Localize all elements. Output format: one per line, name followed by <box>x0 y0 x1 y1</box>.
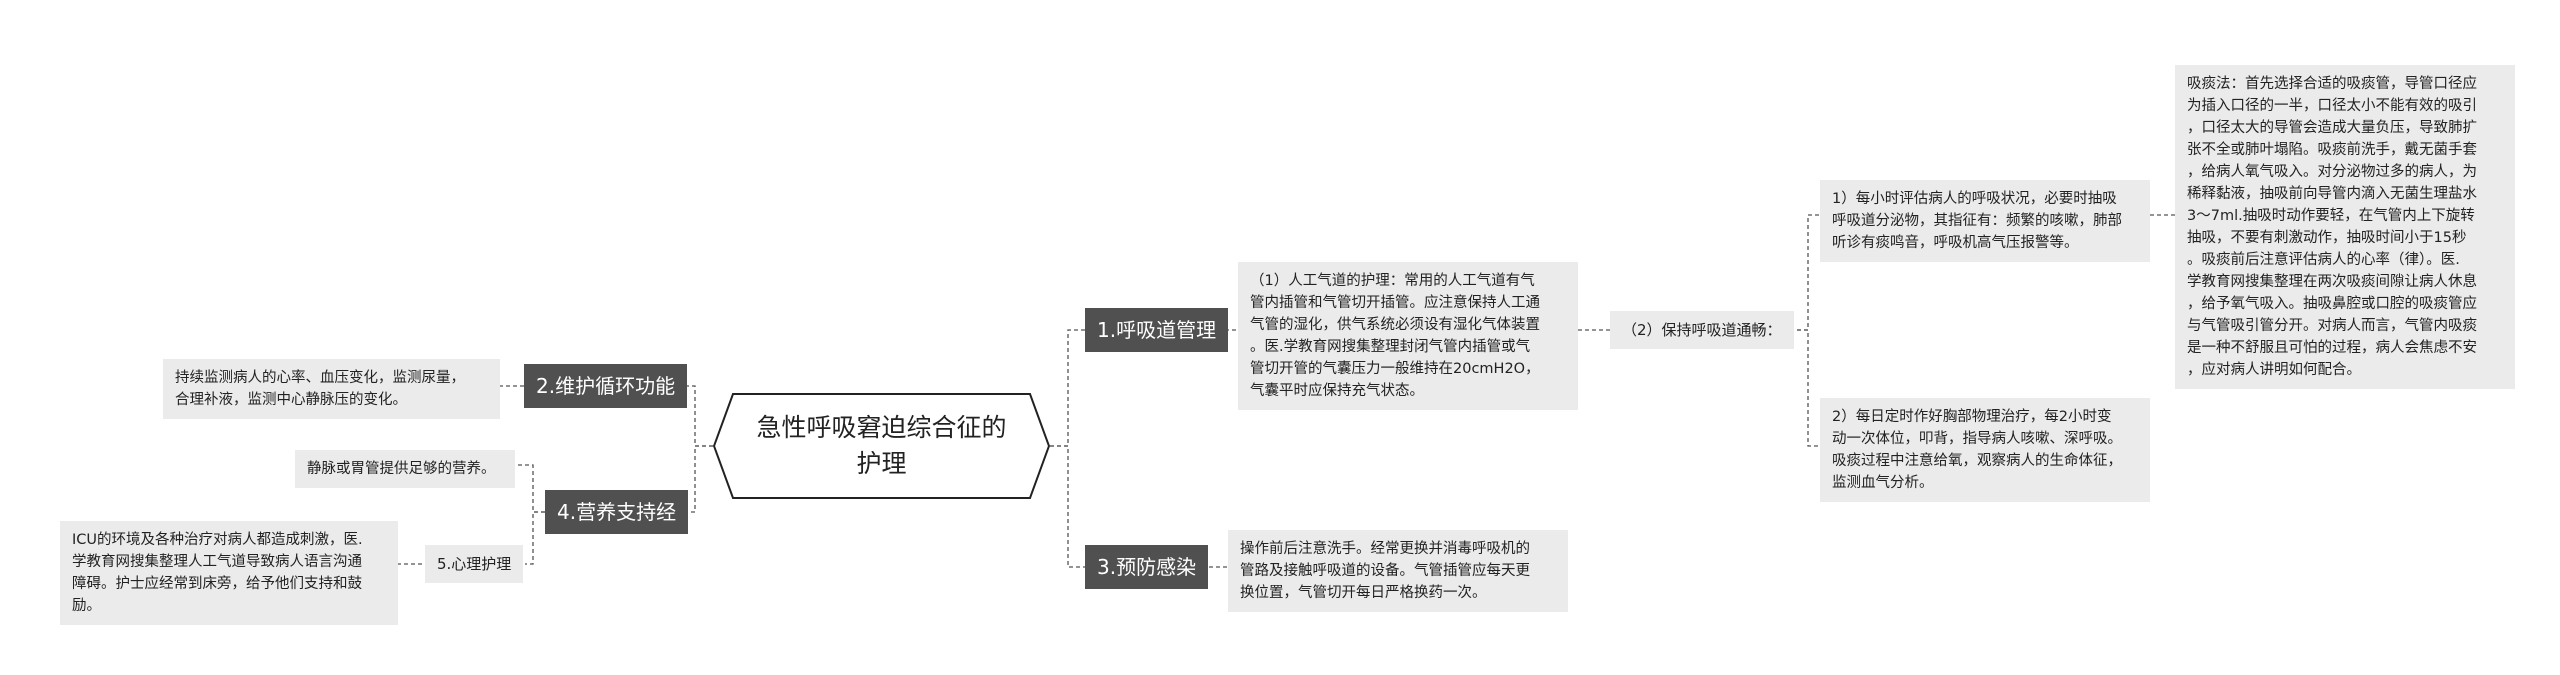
branch-infection-prevention[interactable]: 3.预防感染 <box>1085 545 1209 589</box>
branch-infection-label: 3.预防感染 <box>1097 555 1197 579</box>
leaf-reposition[interactable]: 2）每日定时作好胸部物理治疗，每2小时变 动一次体位，叩背，指导病人咳嗽、深呼吸… <box>1820 398 2150 502</box>
branch-nutrition[interactable]: 4.营养支持经 <box>545 490 689 534</box>
leaf-circulation-monitoring-text: 持续监测病人的心率、血压变化，监测尿量， 合理补液，监测中心静脉压的变化。 <box>175 370 465 408</box>
leaf-artificial-airway-text: （1）人工气道的护理：常用的人工气道有气 管内插管和气管切开插管。应注意保持人工… <box>1250 273 1540 399</box>
root-topic[interactable]: 急性呼吸窘迫综合征的护理 <box>713 393 1050 499</box>
leaf-icu-environment[interactable]: ICU的环境及各种治疗对病人都造成刺激，医. 学教育网搜集整理人工气道导致病人语… <box>60 521 398 625</box>
root-hexagon-shape <box>713 393 1050 499</box>
branch-airway-management[interactable]: 1.呼吸道管理 <box>1085 308 1229 352</box>
leaf-infection-control-text: 操作前后注意洗手。经常更换并消毒呼吸机的 管路及接触呼吸道的设备。气管插管应每天… <box>1240 541 1530 601</box>
branch-airway-label: 1.呼吸道管理 <box>1097 318 1217 342</box>
leaf-suction-method[interactable]: 吸痰法：首先选择合适的吸痰管，导管口径应 为插入口径的一半，口径太小不能有效的吸… <box>2175 65 2515 389</box>
leaf-circulation-monitoring[interactable]: 持续监测病人的心率、血压变化，监测尿量， 合理补液，监测中心静脉压的变化。 <box>163 359 500 419</box>
link-nutrition-iv <box>515 464 545 513</box>
leaf-infection-control[interactable]: 操作前后注意洗手。经常更换并消毒呼吸机的 管路及接触呼吸道的设备。气管插管应每天… <box>1228 530 1568 612</box>
link-root-nutrition <box>682 445 713 513</box>
sub-keep-airway-clear-label: （2）保持呼吸道通畅： <box>1622 321 1782 339</box>
link-keep-reposition <box>1797 329 1820 447</box>
leaf-artificial-airway[interactable]: （1）人工气道的护理：常用的人工气道有气 管内插管和气管切开插管。应注意保持人工… <box>1238 262 1578 410</box>
sub-psychological-care[interactable]: 5.心理护理 <box>425 545 524 583</box>
sub-keep-airway-clear[interactable]: （2）保持呼吸道通畅： <box>1610 311 1794 349</box>
leaf-hourly-assessment[interactable]: 1）每小时评估病人的呼吸状况，必要时抽吸 呼吸道分泌物，其指征有：频繁的咳嗽，肺… <box>1820 180 2150 262</box>
leaf-suction-method-text: 吸痰法：首先选择合适的吸痰管，导管口径应 为插入口径的一半，口径太小不能有效的吸… <box>2187 76 2477 378</box>
sub-psychological-care-label: 5.心理护理 <box>437 555 512 573</box>
link-nutrition-psych <box>525 511 545 565</box>
link-root-airway <box>1050 329 1085 447</box>
leaf-iv-nutrition-text: 静脉或胃管提供足够的营养。 <box>307 461 496 477</box>
branch-circulation-label: 2.维护循环功能 <box>536 374 676 398</box>
leaf-icu-environment-text: ICU的环境及各种治疗对病人都造成刺激，医. 学教育网搜集整理人工气道导致病人语… <box>72 532 363 614</box>
link-root-infection <box>1050 445 1085 568</box>
leaf-iv-nutrition[interactable]: 静脉或胃管提供足够的营养。 <box>295 450 515 488</box>
link-keep-hourly <box>1797 214 1820 331</box>
branch-circulation[interactable]: 2.维护循环功能 <box>524 364 688 408</box>
root-title: 急性呼吸窘迫综合征的护理 <box>756 412 1007 478</box>
leaf-reposition-text: 2）每日定时作好胸部物理治疗，每2小时变 动一次体位，叩背，指导病人咳嗽、深呼吸… <box>1832 409 2122 491</box>
branch-nutrition-label: 4.营养支持经 <box>557 500 677 524</box>
leaf-hourly-assessment-text: 1）每小时评估病人的呼吸状况，必要时抽吸 呼吸道分泌物，其指征有：频繁的咳嗽，肺… <box>1832 191 2122 251</box>
